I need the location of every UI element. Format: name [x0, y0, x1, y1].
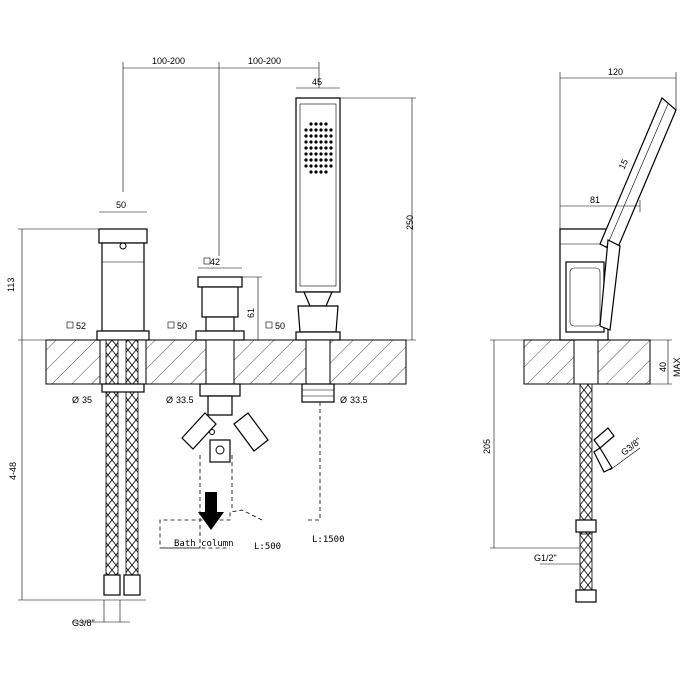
nozzle-dot	[309, 170, 313, 174]
dim-205: 205	[482, 439, 492, 454]
dim-42: 42	[210, 257, 220, 267]
dim-250: 250	[405, 215, 415, 230]
dim-120: 120	[608, 67, 623, 77]
dim-33-5-b-prefix: Ø	[340, 395, 347, 405]
nozzle-dot	[329, 158, 333, 162]
nozzle-dot	[314, 122, 318, 126]
dim-33-5-a-prefix: Ø	[166, 395, 173, 405]
nozzle-dot	[319, 122, 323, 126]
nozzle-dot	[314, 146, 318, 150]
dim-33-5-b: 33.5	[350, 395, 368, 405]
nozzle-dot	[309, 158, 313, 162]
hand-shower	[295, 97, 341, 403]
nozzle-dot	[329, 134, 333, 138]
nozzle-dot	[314, 164, 318, 168]
nozzle-dot	[319, 170, 323, 174]
nozzle-dot	[329, 140, 333, 144]
nozzle-dot	[314, 170, 318, 174]
nozzle-dot	[319, 128, 323, 132]
label-bath-column: Bath column	[174, 539, 234, 549]
nozzle-dot	[329, 152, 333, 156]
dim-45: 45	[312, 77, 322, 87]
nozzle-dot	[324, 146, 328, 150]
nozzle-dot	[319, 134, 323, 138]
nozzle-dot	[309, 152, 313, 156]
nozzle-dot	[309, 146, 313, 150]
dim-52: 52	[76, 321, 86, 331]
front-view: 100-200 100-200 45 50 250 113 4-48 42 61…	[6, 56, 416, 628]
nozzle-dot	[329, 164, 333, 168]
dim-100-200-right: 100-200	[248, 56, 281, 66]
dim-50-b: 50	[275, 321, 285, 331]
nozzle-dot	[314, 128, 318, 132]
nozzle-dot	[324, 152, 328, 156]
nozzle-dot	[329, 128, 333, 132]
nozzle-dot	[304, 134, 308, 138]
dim-81: 81	[590, 195, 600, 205]
nozzle-dot	[329, 146, 333, 150]
nozzle-dot	[319, 158, 323, 162]
nozzle-dot	[324, 122, 328, 126]
nozzle-dot	[324, 128, 328, 132]
spout-body	[96, 228, 150, 601]
nozzle-dot	[324, 170, 328, 174]
nozzle-dot	[324, 164, 328, 168]
dim-113: 113	[6, 278, 16, 292]
dim-35: 35	[82, 395, 92, 405]
dim-100-200-left: 100-200	[152, 56, 185, 66]
nozzle-dot	[304, 158, 308, 162]
nozzle-dot	[304, 152, 308, 156]
dim-33-5-a: 33.5	[176, 395, 194, 405]
dim-g38-left: G3/8"	[72, 618, 95, 628]
nozzle-dot	[324, 140, 328, 144]
dim-max: MAX	[672, 357, 682, 377]
nozzle-dot	[304, 128, 308, 132]
dim-g12: G1/2"	[534, 553, 557, 563]
nozzle-grid	[304, 122, 333, 174]
nozzle-dot	[304, 140, 308, 144]
nozzle-dot	[309, 140, 313, 144]
nozzle-dot	[319, 140, 323, 144]
arrow-down-icon	[198, 492, 224, 530]
nozzle-dot	[314, 152, 318, 156]
side-view: 120 81 15 40 MAX 205 G3/8" G1/2"	[482, 67, 682, 603]
nozzle-dot	[314, 140, 318, 144]
nozzle-dot	[319, 152, 323, 156]
nozzle-dot	[319, 146, 323, 150]
label-l500: L:500	[254, 542, 281, 552]
nozzle-dot	[324, 158, 328, 162]
dim-15: 15	[617, 158, 630, 171]
nozzle-dot	[309, 164, 313, 168]
dim-50-a: 50	[177, 321, 187, 331]
nozzle-dot	[304, 164, 308, 168]
nozzle-dot	[324, 134, 328, 138]
diverter	[181, 276, 269, 463]
nozzle-dot	[309, 134, 313, 138]
nozzle-dot	[309, 122, 313, 126]
label-l1500: L:1500	[312, 535, 345, 545]
nozzle-dot	[314, 158, 318, 162]
dim-35-prefix: Ø	[72, 395, 79, 405]
nozzle-dot	[319, 164, 323, 168]
dim-448: 4-48	[8, 462, 18, 480]
dim-40max: 40	[658, 362, 668, 372]
nozzle-dot	[314, 134, 318, 138]
nozzle-dot	[309, 128, 313, 132]
dim-61: 61	[246, 308, 256, 318]
nozzle-dot	[304, 146, 308, 150]
dim-50: 50	[116, 200, 126, 210]
